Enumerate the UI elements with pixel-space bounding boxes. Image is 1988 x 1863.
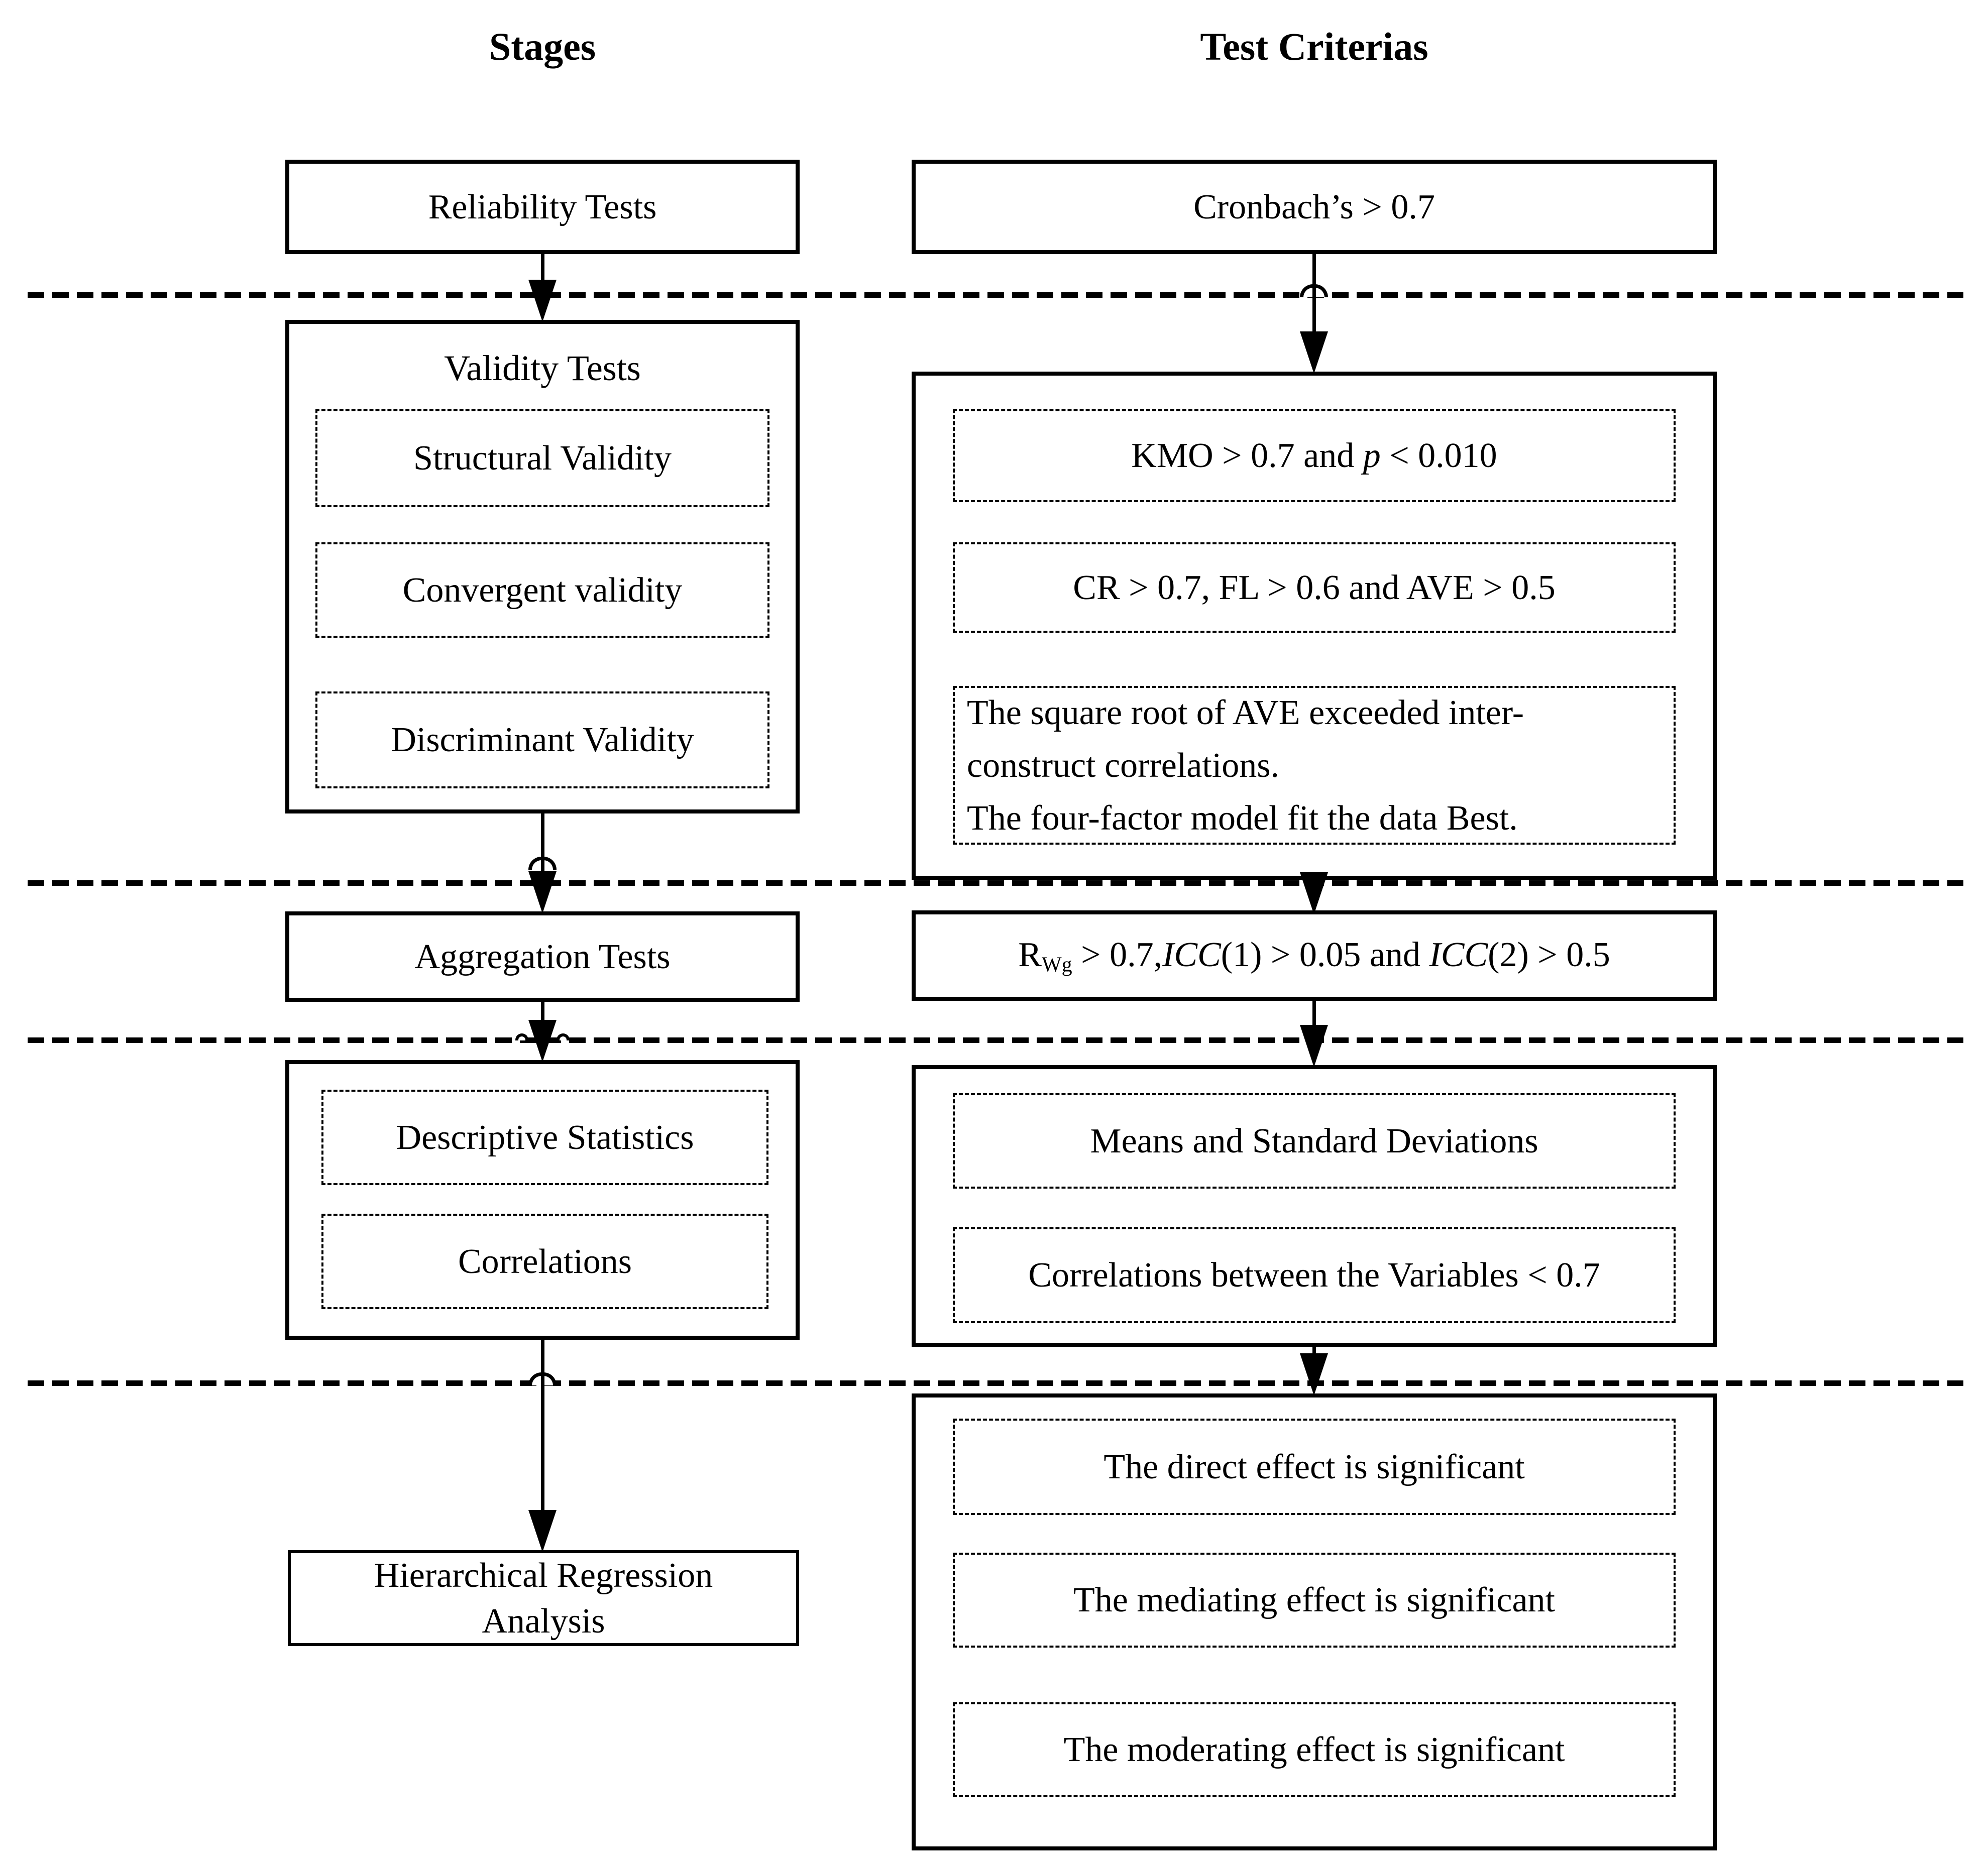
descriptive-statistics-label: Descriptive Statistics xyxy=(396,1118,694,1157)
stages-column-heading: Stages xyxy=(489,25,596,68)
discriminant-validity-box: Discriminant Validity xyxy=(315,691,769,788)
kmo-criterion-box: KMO > 0.7 and p < 0.010 xyxy=(953,409,1676,502)
moderating-effect-box: The moderating effect is significant xyxy=(953,1702,1676,1797)
down-arrowhead-regression xyxy=(528,1510,557,1552)
hierarchical-regression-box: Hierarchical Regression Analysis xyxy=(288,1550,799,1646)
validity-tests-title: Validity Tests xyxy=(444,348,641,388)
validity-tests-box xyxy=(285,320,800,813)
rwg-icc-criterion-box: RWg > 0.7,ICC(1) > 0.05 and ICC(2) > 0.5 xyxy=(912,910,1717,1001)
arrow-shaft-rwg-descriptives xyxy=(1312,1001,1316,1026)
direct-effect-box: The direct effect is significant xyxy=(953,1419,1676,1515)
correlations-box: Correlations xyxy=(321,1214,768,1309)
arrow-shaft-aggregation-descriptives xyxy=(541,1002,544,1022)
cronbach-criterion-label: Cronbach’s > 0.7 xyxy=(1193,187,1435,226)
arrow-shaft-reliability-validity xyxy=(541,254,544,281)
reliability-tests-box: Reliability Tests xyxy=(285,160,800,254)
aggregation-tests-box: Aggregation Tests xyxy=(285,911,800,1002)
down-arrowhead-aggregation-criteria xyxy=(1300,872,1328,914)
moderating-effect-label: The moderating effect is significant xyxy=(1063,1730,1565,1769)
mediating-effect-label: The mediating effect is significant xyxy=(1073,1581,1555,1619)
correlations-criterion-label: Correlations between the Variables < 0.7 xyxy=(1028,1256,1600,1295)
cronbach-criterion-box: Cronbach’s > 0.7 xyxy=(912,160,1717,254)
down-arrowhead-validity xyxy=(528,280,557,322)
convergent-validity-label: Convergent validity xyxy=(402,570,683,610)
structural-validity-box: Structural Validity xyxy=(315,409,769,507)
arrow-shaft-cronbach-validity xyxy=(1312,254,1316,333)
convergent-validity-box: Convergent validity xyxy=(315,542,769,638)
test-criterias-column-heading: Test Criterias xyxy=(1200,25,1428,68)
means-sd-criterion-label: Means and Standard Deviations xyxy=(1090,1121,1538,1160)
stage-divider-line-2 xyxy=(28,880,1963,886)
cr-fl-ave-criterion-label: CR > 0.7, FL > 0.6 and AVE > 0.5 xyxy=(1073,568,1556,607)
arrow-shaft-validity-aggregation xyxy=(541,813,544,872)
correlations-criterion-box: Correlations between the Variables < 0.7 xyxy=(953,1227,1676,1323)
ave-sqrt-criterion-box: The square root of AVE exceeded inter- c… xyxy=(953,686,1676,845)
regression-criteria-box xyxy=(912,1393,1717,1850)
stage-divider-line-3 xyxy=(28,1037,1963,1043)
line-hop-curl-left xyxy=(515,1033,528,1040)
down-arrowhead-descriptive-criteria xyxy=(1300,1025,1328,1067)
structural-validity-label: Structural Validity xyxy=(413,439,672,478)
down-arrowhead-effects-criteria xyxy=(1300,1353,1328,1395)
discriminant-validity-label: Discriminant Validity xyxy=(391,721,694,759)
rwg-icc-criterion-label: RWg > 0.7,ICC(1) > 0.05 and ICC(2) > 0.5 xyxy=(1018,936,1610,977)
mediating-effect-box: The mediating effect is significant xyxy=(953,1553,1676,1648)
line-hop-curl-right xyxy=(557,1033,570,1040)
means-sd-criterion-box: Means and Standard Deviations xyxy=(953,1093,1676,1189)
arrow-shaft-descriptives-effects xyxy=(1312,1347,1316,1355)
cr-fl-ave-criterion-box: CR > 0.7, FL > 0.6 and AVE > 0.5 xyxy=(953,542,1676,633)
stage-divider-line-4 xyxy=(28,1380,1963,1386)
direct-effect-label: The direct effect is significant xyxy=(1103,1447,1525,1486)
ave-sqrt-criterion-text: The square root of AVE exceeded inter- c… xyxy=(967,693,1524,838)
correlations-label: Correlations xyxy=(458,1242,632,1281)
kmo-criterion-label: KMO > 0.7 and p < 0.010 xyxy=(1131,436,1497,475)
down-arrowhead-validity-criteria xyxy=(1300,331,1328,374)
reliability-tests-label: Reliability Tests xyxy=(428,187,657,226)
down-arrowhead-aggregation xyxy=(528,871,557,913)
stage-divider-line-1 xyxy=(28,292,1963,298)
descriptive-criteria-box xyxy=(912,1065,1717,1347)
descriptive-statistics-box: Descriptive Statistics xyxy=(321,1090,768,1185)
hierarchical-regression-label: Hierarchical Regression Analysis xyxy=(374,1556,713,1641)
aggregation-tests-label: Aggregation Tests xyxy=(414,937,671,976)
down-arrowhead-descriptives xyxy=(528,1020,557,1062)
arrow-shaft-descriptives-regression xyxy=(541,1340,544,1512)
descriptive-stage-box xyxy=(285,1060,800,1340)
